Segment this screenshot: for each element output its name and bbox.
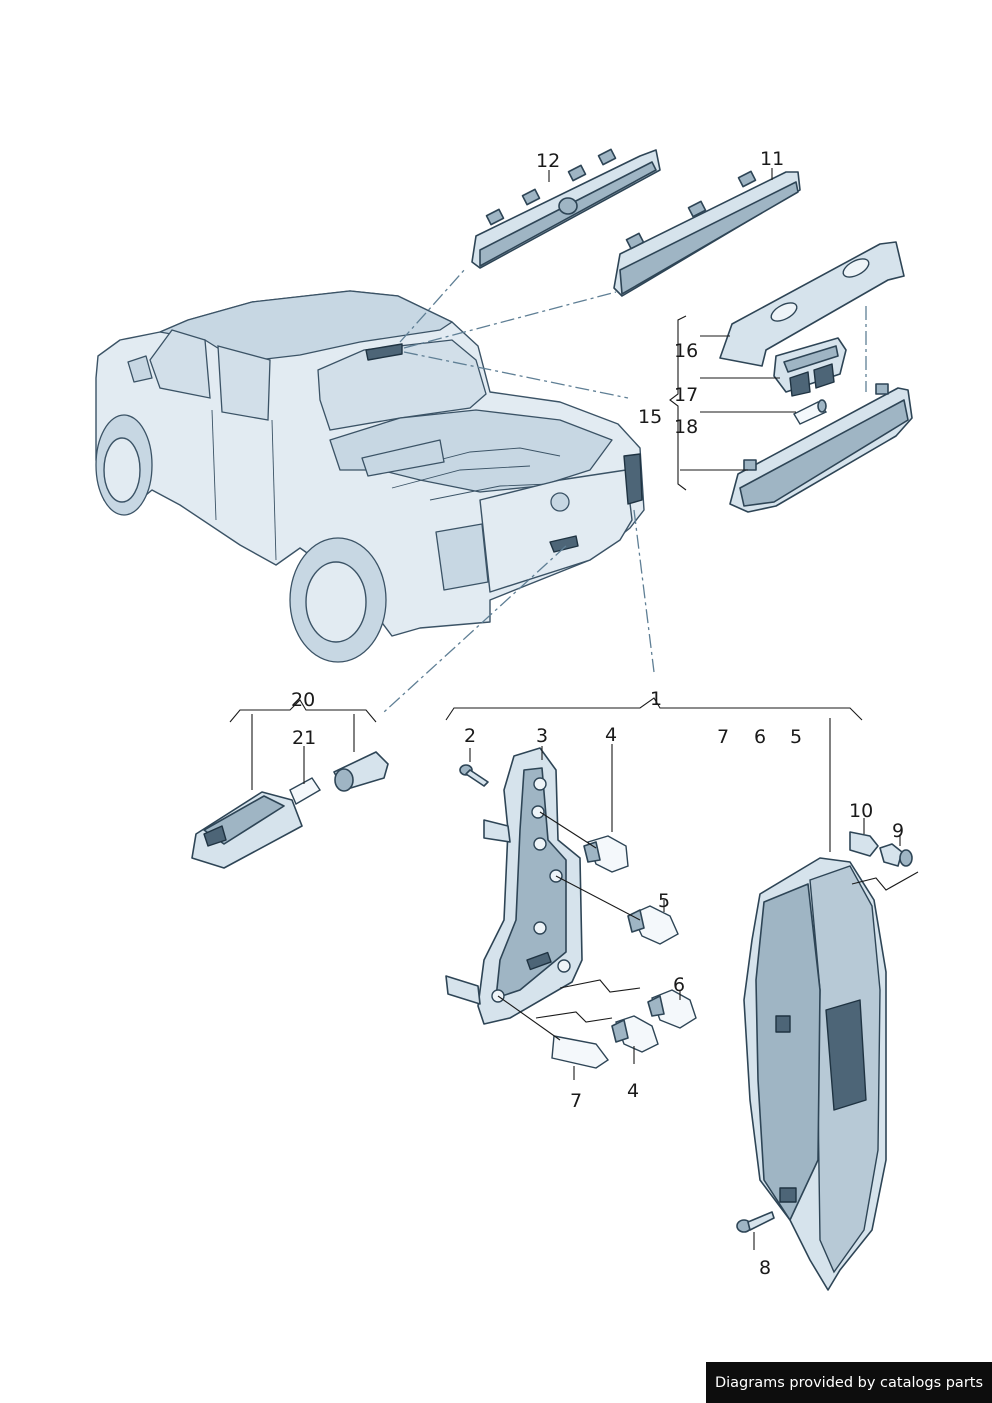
callout-11: 11: [760, 148, 784, 170]
bulb-holder-17: [773, 337, 847, 397]
high-mount-brake-lamp-12: [471, 148, 661, 269]
callout-17: 17: [674, 384, 698, 406]
callout-12: 12: [536, 150, 560, 172]
callout-8: 8: [759, 1257, 771, 1279]
license-plate-lamp-20: [191, 791, 303, 869]
callout-5: 5: [658, 890, 670, 912]
bulb-6-left: [647, 989, 697, 1029]
leader-lines: [229, 168, 919, 1250]
screw-9: [879, 843, 913, 867]
callout-10: 10: [849, 800, 873, 822]
callout-4: 4: [627, 1080, 639, 1102]
callout-20: 20: [291, 689, 315, 711]
pickup-truck-illustration: [95, 290, 645, 663]
callout-16: 16: [674, 340, 698, 362]
bulb-4-lower: [611, 1015, 659, 1053]
screw-2: [459, 764, 489, 787]
callout-4-top: 4: [605, 724, 617, 746]
bulb-carrier-3: [445, 747, 583, 1025]
bulb-5-left: [627, 905, 679, 945]
high-mount-brake-lamp-11: [613, 170, 801, 297]
bulb-socket-20: [333, 751, 389, 792]
callout-1: 1: [650, 688, 662, 710]
reference-lines: [383, 267, 867, 713]
callout-9: 9: [892, 820, 904, 842]
bulb-21: [289, 777, 321, 806]
callout-5-top: 5: [790, 726, 802, 748]
callout-6-top: 6: [754, 726, 766, 748]
lamp-assembly-15: [729, 383, 913, 513]
bulb-7-left: [551, 1035, 610, 1069]
callout-21: 21: [292, 727, 316, 749]
callout-7-top: 7: [717, 726, 729, 748]
callout-3: 3: [536, 725, 548, 747]
callout-6: 6: [673, 974, 685, 996]
callout-18: 18: [674, 416, 698, 438]
credit-banner: Diagrams provided by catalogs parts: [706, 1362, 992, 1403]
screw-8: [736, 1211, 775, 1233]
callout-15: 15: [638, 406, 662, 428]
lamp-cover-16: [719, 241, 905, 367]
bulb-18: [793, 399, 828, 425]
callout-7: 7: [570, 1090, 582, 1112]
tail-lamp-1: [743, 857, 887, 1291]
grommet-10: [849, 831, 879, 857]
bulb-4-upper: [583, 835, 629, 873]
callout-labels: 12 11 16 17 15 18 20 1 21 2 3 4 7 6 5 10…: [291, 148, 904, 1279]
credit-text: Diagrams provided by catalogs parts: [714, 1374, 984, 1391]
callout-2: 2: [464, 725, 476, 747]
